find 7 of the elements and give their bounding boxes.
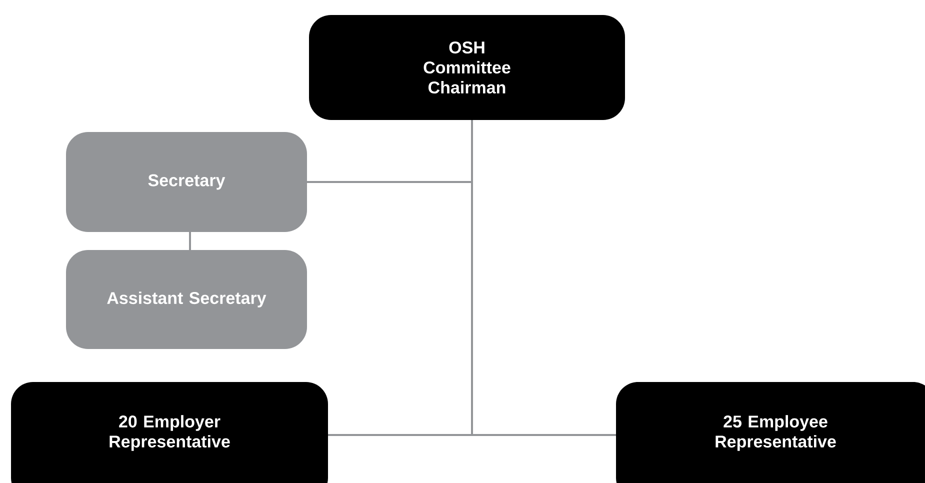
staff-box: Secretary	[66, 132, 307, 232]
position-box: 20 Employer Representative	[11, 382, 328, 483]
staff-box: Assistant Secretary	[66, 250, 307, 349]
position-box: OSH Committee Chairman	[309, 15, 625, 120]
position-box: 25 Employee Representative	[616, 382, 925, 483]
connector-line	[471, 120, 616, 436]
connector-line	[189, 232, 191, 250]
